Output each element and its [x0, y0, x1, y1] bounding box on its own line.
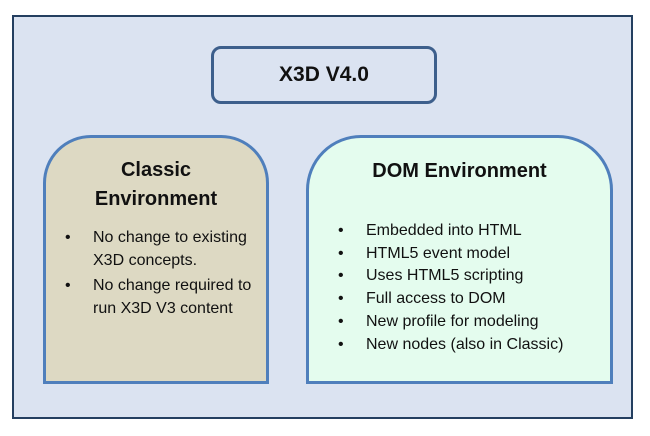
dom-bullet-item: New profile for modeling — [336, 311, 606, 334]
dom-environment-panel: DOM Environment Embedded into HTML HTML5… — [306, 135, 613, 384]
dom-bullet-item: New nodes (also in Classic) — [336, 334, 606, 357]
title-box: X3D V4.0 — [211, 46, 437, 104]
classic-heading-line2: Environment — [94, 188, 218, 210]
dom-bullet-item: HTML5 event model — [336, 243, 606, 266]
classic-heading: Classic Environment — [46, 156, 266, 214]
dom-bullet-item: Embedded into HTML — [336, 220, 606, 243]
classic-environment-panel: Classic Environment No change to existin… — [43, 135, 269, 384]
classic-bullet-item: No change required to run X3D V3 content — [63, 275, 263, 320]
classic-bullet-list: No change to existing X3D concepts. No c… — [63, 227, 263, 323]
classic-bullet-item: No change to existing X3D concepts. — [63, 227, 263, 272]
title-text: X3D V4.0 — [279, 63, 369, 86]
dom-bullet-item: Uses HTML5 scripting — [336, 265, 606, 288]
dom-bullet-item: Full access to DOM — [336, 288, 606, 311]
dom-bullet-list: Embedded into HTML HTML5 event model Use… — [336, 220, 606, 356]
classic-heading-line1: Classic — [120, 159, 192, 181]
dom-heading: DOM Environment — [372, 160, 547, 182]
